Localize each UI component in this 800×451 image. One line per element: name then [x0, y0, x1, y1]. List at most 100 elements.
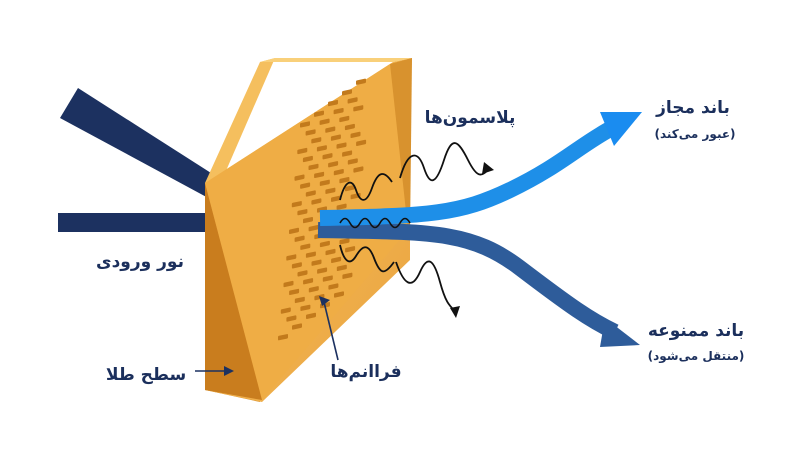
metamaterial-slot — [314, 171, 325, 179]
metamaterial-slot — [286, 254, 297, 261]
gold-left-face — [205, 58, 275, 183]
gold-bottom-edge — [205, 183, 262, 400]
metamaterial-slot — [322, 153, 333, 160]
metamaterial-slot — [325, 248, 336, 256]
plasmon-wave-up-1 — [339, 173, 393, 201]
metamaterial-slot — [303, 216, 313, 224]
plasmon-wave-up-2 — [399, 142, 491, 182]
metamaterials-label: فراانم‌ها — [330, 362, 401, 382]
metamaterial-slot — [294, 174, 305, 181]
metamaterial-slot — [289, 288, 300, 296]
metamaterials-pointer-head — [319, 296, 330, 306]
gold-surface-block — [205, 58, 412, 402]
metamaterial-slot — [292, 323, 302, 330]
metamaterial-slot — [342, 150, 353, 157]
metamaterial-slot — [308, 286, 319, 293]
metamaterial-slot — [345, 185, 355, 192]
metamaterial-slot — [300, 243, 311, 250]
metamaterial-slot — [333, 107, 344, 115]
forbidden-band-beam — [317, 222, 619, 340]
allowed-band-beam — [319, 120, 616, 226]
metamaterial-slot — [280, 307, 291, 314]
metamaterial-slot — [328, 161, 339, 168]
gold-surface-label: سطح طلا — [106, 365, 186, 385]
incident-light-label: نور ورودی — [96, 252, 184, 272]
metamaterial-slot — [336, 264, 347, 272]
plasmon-wave-down-2 — [395, 260, 457, 313]
metamaterial-slot — [331, 256, 342, 264]
metamaterial-slot — [333, 169, 344, 176]
metamaterial-slot — [325, 187, 336, 194]
metamaterial-slot — [305, 190, 316, 197]
metamaterial-slot — [297, 209, 308, 216]
allowed-band-arrowhead — [600, 112, 642, 146]
metamaterial-slot — [308, 163, 319, 171]
metamaterial-slot — [300, 182, 311, 189]
incident-beam-horizontal — [58, 213, 220, 232]
metamaterial-slot — [350, 131, 361, 139]
metamaterial-slot — [345, 246, 356, 253]
metamaterial-slot — [342, 89, 352, 96]
plasmon-arrowhead-up — [482, 162, 494, 174]
gold-front-main — [205, 64, 408, 400]
gold-right-edge — [390, 58, 412, 235]
metamaterial-slot — [311, 137, 322, 144]
gold-pointer-head — [224, 366, 234, 376]
metamaterial-slot — [291, 262, 302, 269]
metamaterial-slot — [300, 121, 310, 128]
metamaterial-slot — [297, 270, 308, 277]
plasmon-wave-down-1 — [339, 244, 395, 273]
metamaterial-slot — [322, 275, 333, 282]
metamaterial-slot — [356, 139, 367, 147]
metamaterial-slot — [325, 126, 336, 133]
gold-top-face — [260, 58, 412, 62]
metamaterial-slot — [278, 334, 288, 341]
metamaterial-slot — [319, 240, 330, 248]
metamaterial-slot — [319, 118, 330, 125]
plasmon-arrowhead-down — [450, 306, 460, 318]
plasmon-wave-inner — [339, 217, 411, 229]
metamaterial-slot — [289, 227, 299, 234]
metamaterial-slot — [303, 278, 314, 285]
metamaterial-slot — [302, 155, 313, 163]
metamaterial-slot — [344, 123, 355, 131]
metamaterial-slot — [356, 78, 366, 85]
metamaterial-slot — [286, 315, 297, 322]
metamaterial-slot — [311, 198, 322, 205]
metamaterial-slot — [339, 238, 350, 245]
metamaterial-slot — [342, 272, 353, 279]
allowed-band-title: باند مجاز — [655, 98, 730, 118]
metamaterial-slot — [314, 110, 324, 117]
forbidden-band-arrowhead — [600, 318, 640, 347]
metamaterial-slot — [334, 291, 344, 298]
metamaterial-slot — [308, 224, 319, 232]
metamaterial-slot — [283, 280, 294, 288]
metamaterial-slot — [305, 129, 316, 136]
metamaterials-pointer-line — [323, 301, 339, 361]
metamaterial-slot — [294, 235, 305, 242]
metamaterial-slot — [331, 195, 341, 202]
metamaterial-slot — [305, 251, 316, 258]
allowed-band-subtitle: (عبور می‌کند) — [654, 127, 735, 142]
incident-beam-diagonal — [60, 88, 222, 200]
metamaterial-slot — [330, 134, 341, 141]
metamaterial-slot — [339, 177, 350, 184]
metamaterial-slot — [306, 312, 316, 319]
plasmons-label: پلاسمون‌ها — [425, 108, 516, 128]
metamaterial-slot — [336, 142, 347, 149]
metamaterial-slot — [297, 147, 308, 155]
metamaterial-slot — [317, 267, 328, 274]
metamaterial-slot — [319, 179, 330, 186]
metamaterial-slot — [347, 158, 358, 165]
metamaterial-slot — [311, 259, 322, 266]
metamaterial-slot — [328, 99, 338, 107]
metamaterial-slot — [316, 145, 327, 152]
metamaterial-slot — [300, 304, 311, 311]
metamaterial-slots — [278, 78, 367, 341]
metamaterial-slot — [353, 105, 364, 112]
metamaterial-slot — [294, 296, 305, 304]
metamaterial-slot — [291, 201, 302, 208]
forbidden-band-title: باند ممنوعه — [648, 321, 744, 341]
